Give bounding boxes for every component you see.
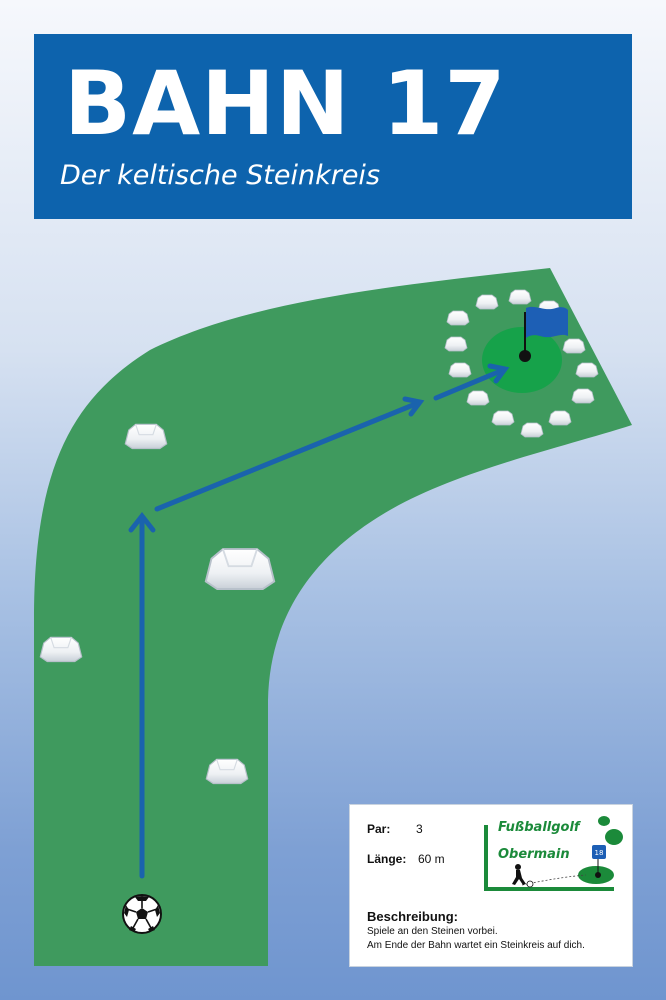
- header-banner: BAHN 17 Der keltische Steinkreis: [34, 34, 632, 219]
- stone-icon: [448, 362, 472, 378]
- page-subtitle: Der keltische Steinkreis: [60, 160, 381, 191]
- flag-number: 18: [595, 849, 604, 857]
- arrow-icon: [128, 511, 156, 879]
- stone-icon: [520, 422, 544, 438]
- arrow-icon: [154, 396, 425, 512]
- description-title: Beschreibung:: [367, 909, 459, 924]
- page-title: BAHN 17: [64, 52, 507, 155]
- stone-icon: [205, 758, 249, 785]
- fairway: [34, 268, 632, 966]
- soccer-ball-icon: [122, 894, 162, 934]
- stone-icon: [204, 548, 276, 590]
- soccer-ball-icon: [526, 880, 534, 888]
- description-line-1: Spiele an den Steinen vorbei.: [367, 926, 498, 937]
- flag-icon: [592, 845, 606, 859]
- par-label: Par:: [367, 822, 391, 836]
- stone-icon: [475, 294, 499, 310]
- info-box: Par: 3 Länge: 60 m Beschreibung: Spiele …: [349, 804, 633, 967]
- length-label: Länge:: [367, 852, 407, 866]
- stone-icon: [39, 636, 83, 663]
- stone-icon: [446, 310, 470, 326]
- length-value: 60 m: [418, 852, 445, 866]
- stone-icon: [562, 338, 586, 354]
- stone-icon: [575, 362, 599, 378]
- stone-icon: [124, 423, 168, 450]
- fussballgolf-logo: 18: [484, 816, 623, 891]
- flag-icon: [524, 306, 568, 355]
- stone-icon: [466, 390, 490, 406]
- stone-icon: [444, 336, 468, 352]
- logo-text-line-1: Fußballgolf: [498, 820, 580, 835]
- logo-text-line-2: Obermain: [498, 847, 570, 862]
- arrow-icon: [433, 363, 510, 401]
- stone-icon: [508, 289, 532, 305]
- player-icon: [512, 864, 526, 885]
- stone-icon: [548, 410, 572, 426]
- par-value: 3: [416, 822, 423, 836]
- stone-icon: [571, 388, 595, 404]
- description-line-2: Am Ende der Bahn wartet ein Steinkreis a…: [367, 940, 585, 951]
- hole-icon: [519, 350, 531, 362]
- stone-icon: [491, 410, 515, 426]
